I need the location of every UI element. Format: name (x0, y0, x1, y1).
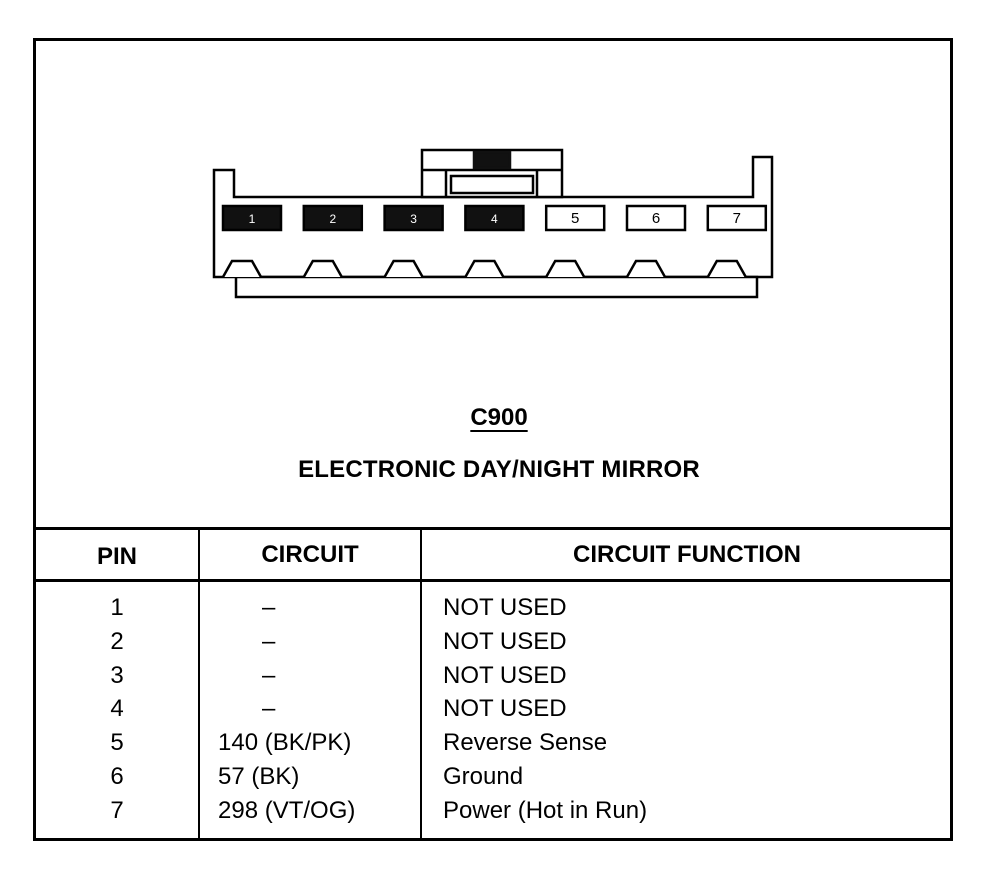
cavity-6: 6 (625, 204, 687, 232)
pin-number: 4 (110, 695, 124, 723)
diagram-frame (33, 38, 953, 841)
pin-number: 1 (110, 594, 124, 621)
cavity-box (383, 204, 444, 232)
table-row: 4 – NOT USED (36, 695, 950, 729)
cavity-number: 1 (249, 212, 256, 226)
table-row: 2 – NOT USED (36, 628, 950, 662)
circuit-function: Power (Hot in Run) (443, 796, 648, 824)
circuit-number: – (262, 695, 276, 723)
pin-number: 6 (110, 763, 124, 790)
table-row: 5 140 (BK/PK) Reverse Sense (36, 729, 950, 763)
circuit-function: NOT USED (443, 661, 567, 689)
terminal-foot (383, 259, 424, 278)
connector-cavities: 1 2 3 4 5 6 7 (221, 204, 768, 232)
connector-terminal-feet (221, 259, 747, 278)
circuit-number: 57 (BK) (218, 763, 300, 790)
pin-number: 2 (110, 627, 124, 655)
cavity-number: 6 (652, 210, 660, 227)
circuit-function: NOT USED (443, 695, 567, 723)
connector-name-label: ELECTRONIC DAY/NIGHT MIRROR (298, 456, 700, 483)
terminal-foot (221, 259, 263, 278)
circuit-function: NOT USED (443, 627, 567, 655)
cavity-box (302, 204, 364, 232)
table-row: 6 57 (BK) Ground (36, 763, 950, 797)
circuit-number: – (262, 661, 276, 689)
column-divider-circuit-function (420, 527, 422, 841)
terminal-foot (706, 259, 747, 278)
circuit-number: – (262, 594, 276, 621)
cavity-box (221, 204, 283, 232)
table-row: 1 – NOT USED (36, 594, 950, 628)
table-row: 7 298 (VT/OG) Power (Hot in Run) (36, 797, 950, 831)
cavity-3: 3 (383, 204, 444, 232)
circuit-number: 140 (BK/PK) (218, 729, 352, 757)
pin-number: 7 (110, 796, 124, 824)
cavity-number: 3 (410, 212, 417, 226)
cavity-4: 4 (464, 204, 525, 232)
table-header-divider (33, 579, 953, 582)
table-top-border (33, 527, 953, 530)
circuit-number: 298 (VT/OG) (218, 796, 356, 824)
header-pin: PIN (96, 543, 137, 570)
circuit-number: – (262, 627, 276, 655)
cavity-2: 2 (302, 204, 364, 232)
cavity-5: 5 (544, 204, 606, 232)
terminal-foot (545, 259, 586, 278)
cavity-box (464, 204, 525, 232)
cavity-box (625, 204, 687, 232)
terminal-foot (302, 259, 343, 278)
cavity-number: 2 (329, 212, 336, 226)
cavity-number: 5 (571, 210, 579, 227)
header-circuit: CIRCUIT (261, 541, 359, 568)
circuit-function: NOT USED (443, 594, 567, 621)
cavity-7: 7 (706, 204, 768, 232)
pin-number: 5 (110, 729, 124, 757)
circuit-function: Reverse Sense (443, 729, 608, 757)
circuit-function: Ground (443, 763, 524, 790)
cavity-box (706, 204, 768, 232)
column-divider-pin-circuit (198, 527, 200, 841)
pin-number: 3 (110, 661, 124, 689)
header-circuit-function: CIRCUIT FUNCTION (573, 541, 801, 568)
cavity-1: 1 (221, 204, 283, 232)
terminal-foot (464, 259, 505, 278)
connector-id-label: C900 (470, 404, 528, 431)
terminal-foot (625, 259, 667, 278)
cavity-number: 7 (733, 210, 741, 227)
table-row: 3 – NOT USED (36, 662, 950, 696)
cavity-number: 4 (491, 212, 498, 226)
cavity-box (544, 204, 606, 232)
